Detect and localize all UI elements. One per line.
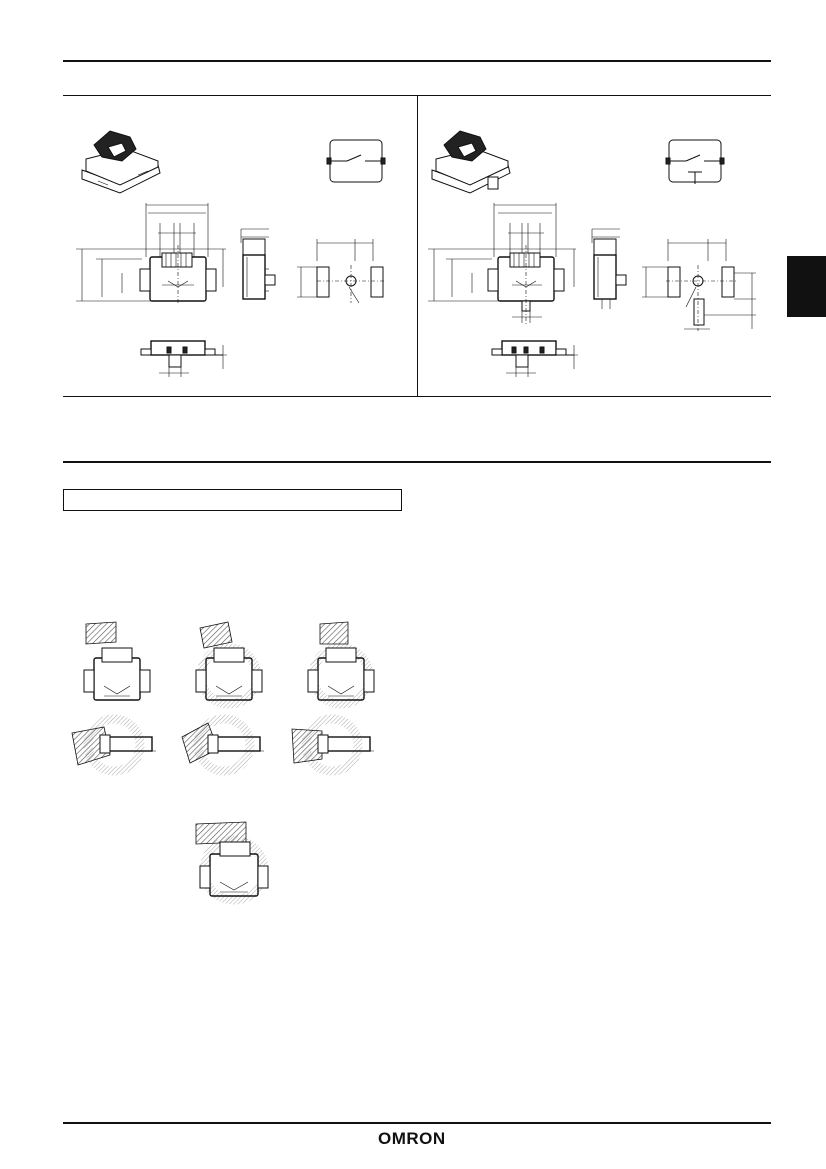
op-example-side-press-1 bbox=[71, 714, 156, 776]
right-bottom-view bbox=[491, 340, 578, 377]
right-dimension-side-view bbox=[591, 228, 627, 309]
right-dimension-front-view bbox=[428, 203, 576, 325]
op-example-straight-press bbox=[83, 621, 151, 701]
section-rule bbox=[63, 461, 771, 463]
right-circuit-diagram bbox=[665, 139, 725, 184]
omron-logo: OMRON bbox=[378, 1129, 446, 1148]
op-example-side-press-3 bbox=[291, 714, 374, 776]
op-example-offset-press bbox=[307, 621, 375, 709]
section-side-tab bbox=[787, 256, 826, 317]
right-product-photo bbox=[431, 130, 511, 194]
left-dimension-front-view bbox=[76, 203, 226, 305]
right-pcb-mounting-holes bbox=[642, 239, 756, 331]
op-example-angled-press bbox=[195, 621, 263, 709]
precautions-caption-box bbox=[63, 489, 402, 511]
panel-divider bbox=[417, 95, 418, 397]
footer-rule bbox=[63, 1122, 771, 1124]
left-circuit-diagram bbox=[326, 139, 386, 183]
top-rule bbox=[63, 60, 771, 62]
left-bottom-view bbox=[140, 340, 227, 377]
left-product-photo bbox=[81, 130, 161, 194]
panel-bottom-rule bbox=[63, 396, 771, 397]
op-example-side-press-2 bbox=[181, 714, 264, 776]
left-dimension-side-view bbox=[240, 228, 276, 300]
left-pcb-mounting-holes bbox=[297, 239, 385, 304]
op-example-large-object-press bbox=[195, 821, 269, 905]
